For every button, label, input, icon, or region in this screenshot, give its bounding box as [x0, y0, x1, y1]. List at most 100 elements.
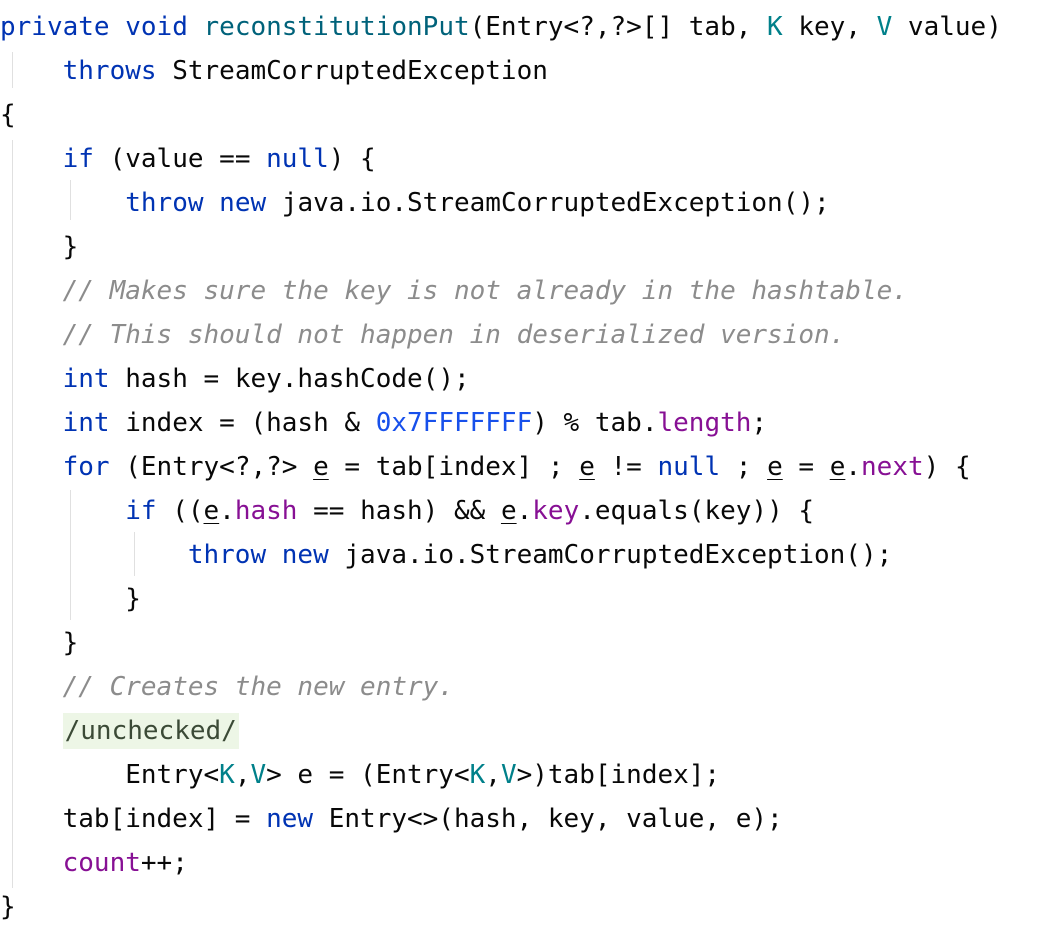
code-line[interactable]: if (value == null) { [0, 137, 1040, 181]
code-line[interactable]: } [0, 621, 1040, 665]
code-token: hash [234, 496, 298, 526]
code-line[interactable]: } [0, 225, 1040, 269]
code-token: ; [720, 452, 768, 482]
code-token: (value == [93, 144, 267, 174]
code-token: value) [892, 12, 1002, 42]
code-token: ++; [140, 848, 188, 878]
code-line[interactable]: int hash = key.hashCode(); [0, 357, 1040, 401]
code-token: java.io.StreamCorruptedException(); [328, 540, 893, 570]
code-token: // Creates the new entry. [62, 672, 454, 702]
code-line[interactable]: throw new java.io.StreamCorruptedExcepti… [0, 533, 1040, 577]
code-token [0, 56, 63, 86]
code-token [110, 12, 126, 42]
code-line[interactable]: if ((e.hash == hash) && e.key.equals(key… [0, 489, 1040, 533]
code-token: = tab[index] ; [328, 452, 580, 482]
code-token: length [657, 408, 752, 438]
code-token: void [125, 12, 188, 42]
indent-guide [70, 490, 71, 620]
code-token: } [0, 628, 79, 658]
code-line[interactable]: tab[index] = new Entry<>(hash, key, valu… [0, 797, 1040, 841]
code-token [0, 672, 63, 702]
code-line[interactable]: count++; [0, 841, 1040, 885]
code-token: ) % tab. [532, 408, 658, 438]
code-token: private [0, 12, 110, 42]
code-token: reconstitutionPut [203, 12, 470, 42]
code-line[interactable]: private void reconstitutionPut(Entry<?,?… [0, 5, 1040, 49]
code-line[interactable]: // This should not happen in deserialize… [0, 313, 1040, 357]
code-token [0, 320, 63, 350]
code-token: e [313, 452, 329, 482]
code-token [0, 408, 63, 438]
code-token: null [657, 452, 721, 482]
code-token: new [266, 804, 314, 834]
code-token: StreamCorruptedException [156, 56, 548, 86]
code-token [0, 540, 188, 570]
code-token: throw [125, 188, 204, 218]
code-token: e [500, 496, 517, 526]
code-token: = [782, 452, 830, 482]
code-token: (Entry<?,?>[] tab, [469, 12, 768, 42]
code-line[interactable]: throws StreamCorruptedException [0, 49, 1040, 93]
code-token: . [845, 452, 862, 482]
code-token: index = (hash & [109, 408, 376, 438]
code-token: 0x7FFFFFFF [375, 408, 533, 438]
code-token: >)tab[index]; [516, 760, 721, 790]
code-line[interactable]: throw new java.io.StreamCorruptedExcepti… [0, 181, 1040, 225]
code-token: } [0, 232, 79, 262]
code-token [0, 452, 63, 482]
code-token: . [219, 496, 235, 526]
code-token [204, 188, 220, 218]
indent-guide [70, 180, 71, 220]
code-token: key [532, 496, 580, 526]
code-token: for [62, 452, 110, 482]
code-line[interactable]: /unchecked/ [0, 709, 1040, 753]
code-line[interactable]: } [0, 577, 1040, 621]
code-token: K [219, 760, 235, 790]
code-token: new [281, 540, 329, 570]
code-token: { [0, 100, 16, 130]
code-token: } [0, 892, 16, 922]
code-token: tab[index] = [0, 804, 267, 834]
code-token: ) { [923, 452, 971, 482]
code-token [0, 276, 63, 306]
code-token: java.io.StreamCorruptedException(); [266, 188, 830, 218]
code-token [0, 716, 63, 746]
code-token: next [861, 452, 924, 482]
code-line[interactable]: // Creates the new entry. [0, 665, 1040, 709]
code-token: V [876, 12, 893, 42]
code-token: throw [187, 540, 267, 570]
code-token: e [829, 452, 846, 482]
indent-guide [12, 52, 13, 88]
code-token: // Makes sure the key is not already in … [62, 276, 908, 306]
code-line[interactable]: { [0, 93, 1040, 137]
code-token: K [469, 760, 486, 790]
indent-guide [134, 532, 135, 576]
code-token: key, [782, 12, 877, 42]
code-token: } [0, 584, 141, 614]
code-token: if [125, 496, 157, 526]
code-token: int [62, 364, 110, 394]
code-line[interactable]: int index = (hash & 0x7FFFFFFF) % tab.le… [0, 401, 1040, 445]
code-line[interactable]: for (Entry<?,?> e = tab[index] ; e != nu… [0, 445, 1040, 489]
code-token: null [266, 144, 329, 174]
code-token [266, 540, 282, 570]
code-token: V [250, 760, 267, 790]
code-token: > e = (Entry< [266, 760, 470, 790]
code-token [0, 364, 63, 394]
code-token: /unchecked/ [62, 713, 239, 749]
code-line[interactable]: // Makes sure the key is not already in … [0, 269, 1040, 313]
code-line[interactable]: Entry<K,V> e = (Entry<K,V>)tab[index]; [0, 753, 1040, 797]
code-token: int [62, 408, 110, 438]
code-token [0, 496, 125, 526]
code-token: e [579, 452, 595, 482]
code-token: count [62, 848, 141, 878]
code-token: V [500, 760, 517, 790]
code-token [0, 144, 63, 174]
code-token: K [767, 12, 783, 42]
code-token: ; [751, 408, 768, 438]
code-token: ) { [328, 144, 376, 174]
code-token: Entry<>(hash, key, value, e); [313, 804, 783, 834]
code-token: , [485, 760, 501, 790]
code-line[interactable]: } [0, 885, 1040, 929]
